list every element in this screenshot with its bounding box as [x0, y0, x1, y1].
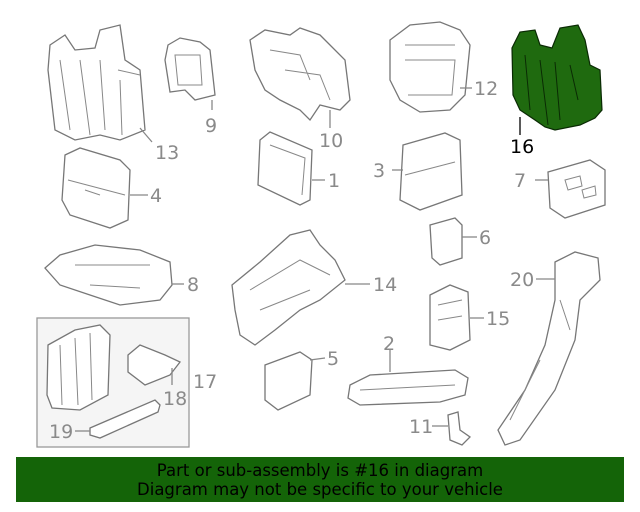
callout-14: 14	[373, 274, 397, 296]
part-16[interactable]	[511, 24, 603, 131]
callout-17: 17	[193, 371, 217, 393]
part-5[interactable]	[264, 351, 313, 411]
info-banner: Part or sub-assembly is #16 in diagram D…	[16, 457, 624, 502]
callout-6: 6	[479, 227, 491, 249]
callout-12: 12	[474, 78, 498, 100]
banner-line-2: Diagram may not be specific to your vehi…	[137, 480, 503, 499]
part-4[interactable]	[61, 147, 131, 229]
part-10[interactable]	[249, 27, 351, 122]
callout-5: 5	[327, 348, 339, 370]
part-15[interactable]	[429, 284, 471, 351]
part-3[interactable]	[399, 132, 463, 211]
part-17-module[interactable]	[46, 324, 111, 411]
part-13[interactable]	[47, 24, 146, 141]
part-1[interactable]	[257, 131, 313, 206]
callout-10: 10	[319, 130, 343, 152]
part-20[interactable]	[497, 251, 601, 446]
part-8[interactable]	[44, 244, 173, 306]
callout-7: 7	[514, 170, 526, 192]
part-7[interactable]	[547, 159, 606, 219]
callout-3: 3	[373, 160, 385, 182]
part-12[interactable]	[389, 21, 471, 113]
part-6[interactable]	[429, 217, 463, 266]
callout-2: 2	[383, 333, 395, 355]
callout-15: 15	[486, 308, 510, 330]
callout-8: 8	[187, 274, 199, 296]
part-14[interactable]	[231, 229, 346, 346]
callout-19: 19	[49, 421, 73, 443]
part-11[interactable]	[447, 411, 472, 446]
callout-1: 1	[328, 170, 340, 192]
callout-11: 11	[409, 416, 433, 438]
callout-4: 4	[150, 185, 162, 207]
banner-line-1: Part or sub-assembly is #16 in diagram	[156, 461, 484, 480]
callout-13: 13	[155, 142, 179, 164]
part-2[interactable]	[347, 369, 469, 406]
part-18[interactable]	[127, 344, 182, 386]
part-9[interactable]	[164, 37, 216, 101]
part-19[interactable]	[89, 399, 161, 439]
callout-16: 16	[510, 136, 534, 158]
callout-20: 20	[510, 269, 534, 291]
leader-lines	[75, 87, 555, 432]
callout-9: 9	[205, 115, 217, 137]
callout-18: 18	[163, 388, 187, 410]
